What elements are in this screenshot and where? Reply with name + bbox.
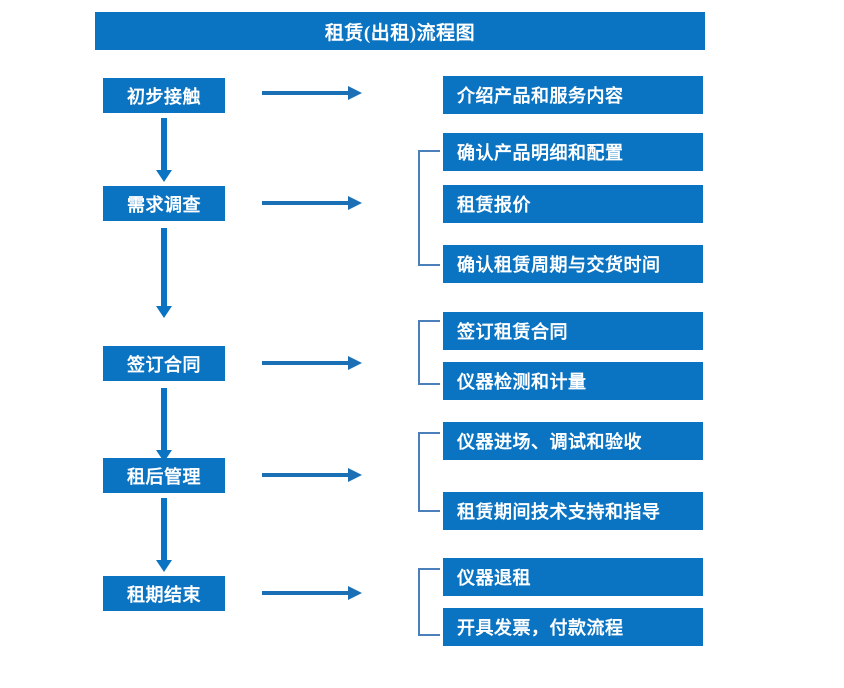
group-bracket-sign-contract [418, 320, 440, 385]
detail-box-confirm-product-spec[interactable]: 确认产品明细和配置 [443, 133, 703, 171]
arrow-shaft [161, 228, 167, 306]
arrow-head-icon [348, 586, 362, 600]
arrow-head-icon [156, 560, 172, 572]
arrow-shaft [161, 118, 167, 170]
arrow-shaft [161, 388, 167, 450]
arrow-right-stage-4 [262, 468, 362, 482]
group-bracket-post-rental [418, 432, 440, 512]
arrow-shaft [262, 361, 350, 365]
arrow-head-icon [156, 306, 172, 318]
group-bracket-lease-end [418, 568, 440, 636]
chart-title-banner: 租赁(出租)流程图 [95, 12, 705, 50]
stage-box-sign-contract[interactable]: 签订合同 [103, 346, 225, 381]
arrow-down-1-to-2 [156, 118, 172, 182]
arrow-down-2-to-3 [156, 228, 172, 318]
arrow-head-icon [156, 170, 172, 182]
stage-box-lease-end[interactable]: 租期结束 [103, 576, 225, 611]
arrow-right-stage-2 [262, 196, 362, 210]
stage-box-post-rental-management[interactable]: 租后管理 [103, 458, 225, 493]
detail-box-invoice-payment[interactable]: 开具发票，付款流程 [443, 608, 703, 646]
arrow-shaft [262, 473, 350, 477]
arrow-shaft [262, 91, 350, 95]
arrow-head-icon [348, 86, 362, 100]
arrow-shaft [262, 591, 350, 595]
detail-box-instrument-inspection[interactable]: 仪器检测和计量 [443, 362, 703, 400]
arrow-head-icon [348, 468, 362, 482]
arrow-right-stage-5 [262, 586, 362, 600]
detail-box-instrument-entry-commissioning[interactable]: 仪器进场、调试和验收 [443, 422, 703, 460]
stage-box-needs-survey[interactable]: 需求调查 [103, 186, 225, 221]
detail-box-instrument-return[interactable]: 仪器退租 [443, 558, 703, 596]
arrow-down-4-to-5 [156, 498, 172, 572]
detail-box-rental-quote[interactable]: 租赁报价 [443, 185, 703, 223]
group-bracket-needs-survey [418, 150, 440, 266]
arrow-shaft [161, 498, 167, 560]
detail-box-confirm-period-delivery[interactable]: 确认租赁周期与交货时间 [443, 245, 703, 283]
arrow-shaft [262, 201, 350, 205]
stage-box-initial-contact[interactable]: 初步接触 [103, 78, 225, 113]
arrow-right-stage-3 [262, 356, 362, 370]
arrow-down-3-to-4 [156, 388, 172, 462]
arrow-head-icon [348, 196, 362, 210]
detail-box-sign-rental-agreement[interactable]: 签订租赁合同 [443, 312, 703, 350]
detail-box-technical-support[interactable]: 租赁期间技术支持和指导 [443, 492, 703, 530]
arrow-head-icon [348, 356, 362, 370]
arrow-right-stage-1 [262, 86, 362, 100]
detail-box-introduce-products[interactable]: 介绍产品和服务内容 [443, 76, 703, 114]
